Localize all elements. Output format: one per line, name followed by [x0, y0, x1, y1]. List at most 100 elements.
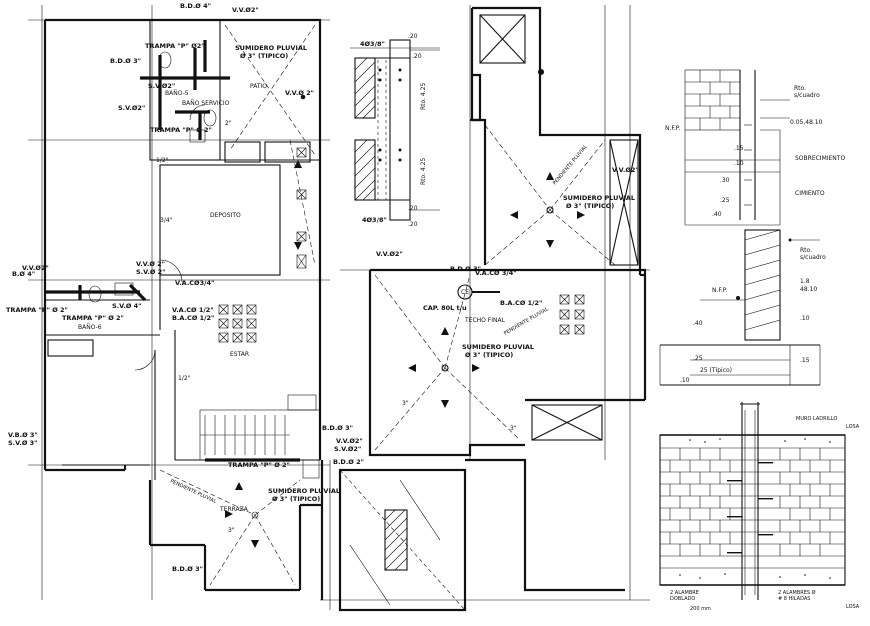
wall-section-top	[684, 69, 790, 226]
label-vv-2-left: V.V.Ø2"	[22, 264, 49, 272]
label-losa-bottom: LOSA	[846, 604, 860, 610]
label-ce: CE	[461, 289, 469, 296]
label-sv-3-left: S.V.Ø 3"	[8, 439, 38, 447]
label-trampa-mid: TRAMPA "P" Ø 2"	[62, 314, 124, 322]
label-techo-final: TECHO FINAL	[464, 317, 506, 324]
label-bd-3-top: B.D.Ø 3"	[110, 57, 141, 65]
label-vv-2-mid: V.V.Ø 2"	[136, 260, 165, 268]
left-plan-column-markers	[296, 147, 307, 269]
label-d-10-b: .10	[800, 315, 810, 322]
roof-plan-grate-squares	[559, 294, 585, 335]
label-bano-5: BAÑO-5	[165, 90, 189, 97]
label-sumidero-bottom: SUMIDERO PLUVIAL	[268, 487, 340, 495]
roof-plan-slope-lines	[374, 124, 616, 451]
brick-wall-labels: MURO LADRILLO LOSA LOSA 2 ALAMBRE DOBLAD…	[670, 416, 860, 612]
label-roof-pendiente-1: PENDIENTE PLUVIAL	[552, 144, 589, 187]
label-sv-2-mid: S.V.Ø2"	[118, 104, 145, 112]
label-d-40-b: .40	[693, 320, 703, 327]
roof-plan: V.V.Ø2" B.D.Ø 3" V.A.CØ 3/4" CE CAP. 80L…	[320, 5, 650, 612]
brick-wall-ties	[679, 438, 831, 579]
label-roof-sumidero: SUMIDERO PLUVIAL	[462, 343, 534, 351]
reinforcement-detail-outline	[354, 39, 411, 221]
label-muro-ladrillo: MURO LADRILLO	[796, 416, 837, 422]
left-plan-labels: B.D.Ø 4" V.V.Ø2" TRAMPA "P" Ø2" SUMIDERO…	[6, 2, 364, 573]
label-bd-3-bottom: B.D.Ø 3"	[172, 565, 203, 573]
label-alambre-2: 2 ALAMBRES Ø	[778, 589, 816, 596]
label-b-4-left: B.Ø 4"	[12, 270, 35, 278]
reinforcement-hatching	[350, 47, 440, 211]
label-vv-2-patio: V.V.Ø 2"	[285, 89, 314, 97]
label-nfp: N.F.P.	[665, 125, 680, 132]
left-plan-drain-slope-lines	[159, 24, 316, 586]
brick-wall-column	[660, 402, 845, 600]
wall-section-labels: N.F.P. Rto. s/cuadro 0.05,48.10 SOBRECIM…	[665, 85, 845, 384]
label-dim-3: 3"	[228, 527, 235, 534]
label-cimiento: CIMIENTO	[795, 190, 825, 197]
wall-section-foundation	[659, 229, 821, 386]
label-roof-vv-2: V.V.Ø2"	[376, 250, 403, 258]
label-estar: ESTAR	[230, 351, 249, 358]
label-sumidero-top: SUMIDERO PLUVIAL	[235, 44, 307, 52]
label-height-b: Rto. 4.25	[420, 158, 427, 185]
left-floor-plan: B.D.Ø 4" V.V.Ø2" TRAMPA "P" Ø2" SUMIDERO…	[6, 2, 364, 600]
label-dim-3-4: 3/4"	[160, 217, 173, 224]
label-roof-sumidero-2: SUMIDERO PLUVIAL	[563, 194, 635, 202]
label-cuadro: s/cuadro	[794, 92, 820, 99]
label-roof-vac-3-4: V.A.CØ 3/4"	[475, 269, 517, 277]
label-trampa-top: TRAMPA "P" Ø2"	[145, 42, 205, 50]
label-roof-dim-3: 3"	[402, 400, 409, 407]
label-dim-20-b: .20	[412, 53, 422, 60]
label-sv-2-mid3: S.V.Ø2"	[334, 445, 361, 453]
label-d-15: .15	[734, 145, 744, 152]
label-cuadro-2: s/cuadro	[800, 254, 826, 261]
label-bd-4-top: B.D.Ø 4"	[180, 2, 211, 10]
label-d-10: .10	[734, 160, 744, 167]
reinforcement-labels: 4Ø3/8" 4Ø3/8" .20 .20 .20 .20 Rto. 4.25 …	[360, 33, 427, 228]
left-plan-exterior-walls	[43, 18, 324, 600]
wall-section-details: N.F.P. Rto. s/cuadro 0.05,48.10 SOBRECIM…	[659, 69, 845, 386]
label-roof-bac-1-2: B.A.CØ 1/2"	[500, 299, 542, 307]
label-sv-2-mid2: S.V.Ø 2"	[136, 268, 166, 276]
label-trampa-bottom: TRAMPA "P" Ø 2"	[228, 461, 290, 469]
label-roof-pendiente-2: PENDIENTE PLUVIAL	[503, 306, 550, 336]
label-alambre-1-b: DOBLADO	[670, 596, 695, 602]
label-bac-1-2: B.A.CØ 1/2"	[172, 314, 214, 322]
label-bano-servicio: BAÑO SERVICIO	[182, 100, 230, 107]
roof-plan-labels: V.V.Ø2" B.D.Ø 3" V.A.CØ 3/4" CE CAP. 80L…	[376, 144, 639, 432]
left-plan-door-swings	[134, 104, 206, 371]
label-d-c: .15	[800, 357, 810, 364]
label-alambre-1: 2 ALAMBRE	[670, 590, 699, 596]
label-pendiente-pluvial: PENDIENTE PLUVIAL	[169, 478, 217, 505]
label-sumidero-bottom-diameter: Ø 3" (TIPICO)	[272, 495, 320, 503]
label-sobrecimiento: SOBRECIMIENTO	[795, 155, 845, 162]
label-sv-4: S.V.Ø 4"	[112, 302, 142, 310]
estar-grate-squares	[218, 304, 257, 343]
roof-plan-water-tank	[441, 68, 554, 372]
label-d-25-b: .25	[693, 355, 703, 362]
label-bano-6: BAÑO-6	[78, 324, 102, 331]
brick-wall-courses	[659, 434, 846, 586]
label-patio: PATIO	[250, 83, 267, 90]
label-d-40: .40	[712, 211, 722, 218]
label-dim-half-b: 1/2"	[178, 375, 191, 382]
label-vac-3-4: V.A.CØ3/4"	[175, 279, 214, 287]
label-losa-top: LOSA	[846, 424, 860, 430]
roof-plan-skylights	[384, 14, 639, 571]
label-nfp-2: N.F.P.	[712, 287, 727, 294]
label-cap: CAP. 80L t/u	[423, 304, 467, 312]
label-roof-sumidero-diameter: Ø 3" (TIPICO)	[465, 351, 513, 359]
label-d-b: 48.10	[800, 286, 817, 293]
left-plan-drain-pipes	[45, 40, 300, 462]
label-dim-2: 2"	[225, 120, 232, 127]
reinforcement-detail: 4Ø3/8" 4Ø3/8" .20 .20 .20 .20 Rto. 4.25 …	[350, 33, 440, 228]
foundation-rebar-dots	[736, 238, 792, 300]
label-terraza: TERRAZA	[219, 506, 249, 513]
label-roof-bd-3: B.D.Ø 3"	[450, 265, 481, 273]
label-vv-2-top: V.V.Ø2"	[232, 6, 259, 14]
label-roof-vv-2-b: V.V.Ø2"	[612, 166, 639, 174]
label-bd-3-mid: B.D.Ø 3"	[322, 424, 353, 432]
label-vv-2-mid3: V.V.Ø2"	[336, 437, 363, 445]
label-roof-dim-3-b: 3"	[510, 425, 517, 432]
roof-plan-hatch	[339, 469, 466, 611]
